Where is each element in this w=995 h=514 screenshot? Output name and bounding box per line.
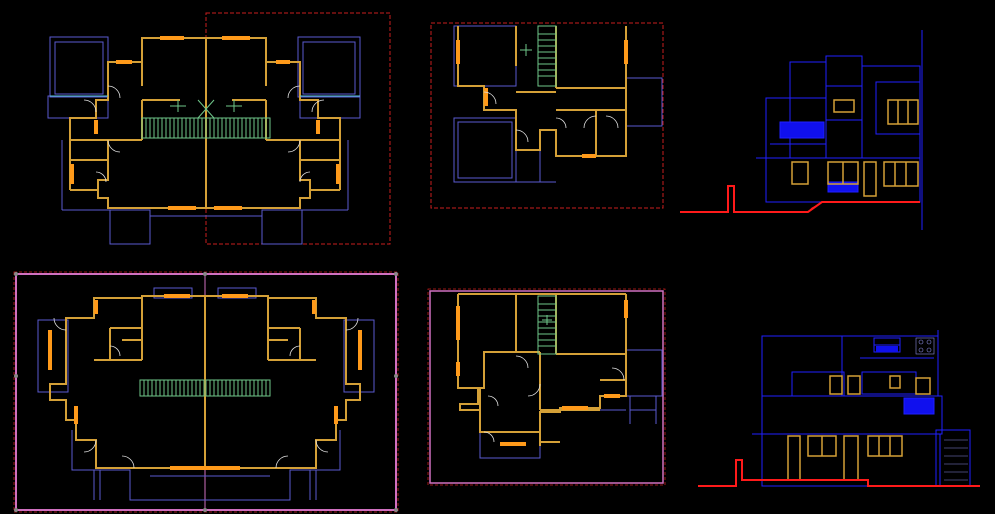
plot-boundary: [430, 22, 664, 209]
ground-floor-plan-unit: [427, 288, 666, 486]
plot-boundary: [429, 290, 664, 484]
side-elevation: [698, 330, 980, 487]
front-elevation: [680, 30, 923, 230]
ground-floor-plan-duplex: [47, 12, 391, 245]
upper-floor-plan-unit: [430, 22, 664, 209]
first-floor-plan-duplex: [13, 271, 399, 513]
